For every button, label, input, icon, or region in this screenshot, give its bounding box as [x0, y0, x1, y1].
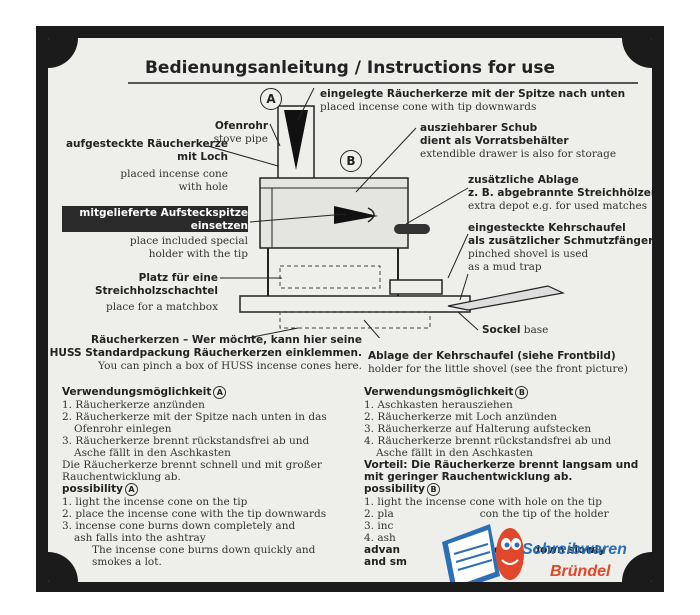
pack-slot: [280, 312, 430, 328]
logo-text-1: Schreibwaren: [522, 541, 627, 558]
logo-text-2: Bründel: [550, 563, 611, 580]
base-plate: [240, 296, 470, 312]
depot-tray: [390, 280, 442, 294]
logo-notebook-icon: [442, 524, 500, 582]
label-cone-tip: eingelegte Räucherkerze mit der Spitze n…: [320, 88, 625, 114]
instruction-sheet: Bedienungsanleitung / Instructions for u…: [48, 38, 652, 582]
marker-a: A: [260, 88, 282, 110]
matchbox-slot: [280, 266, 380, 288]
logo-mascot-icon: [496, 528, 524, 580]
label-shovel-rest: Ablage der Kehrschaufel (siehe Frontbild…: [368, 350, 628, 376]
label-pack: Räucherkerzen – Wer möchte, kann hier se…: [48, 334, 362, 373]
drawer-handle: [394, 224, 430, 234]
marker-b: B: [340, 150, 362, 172]
store-logo: Schreibwaren Bründel: [438, 514, 638, 582]
label-base: Sockel base: [482, 324, 548, 337]
